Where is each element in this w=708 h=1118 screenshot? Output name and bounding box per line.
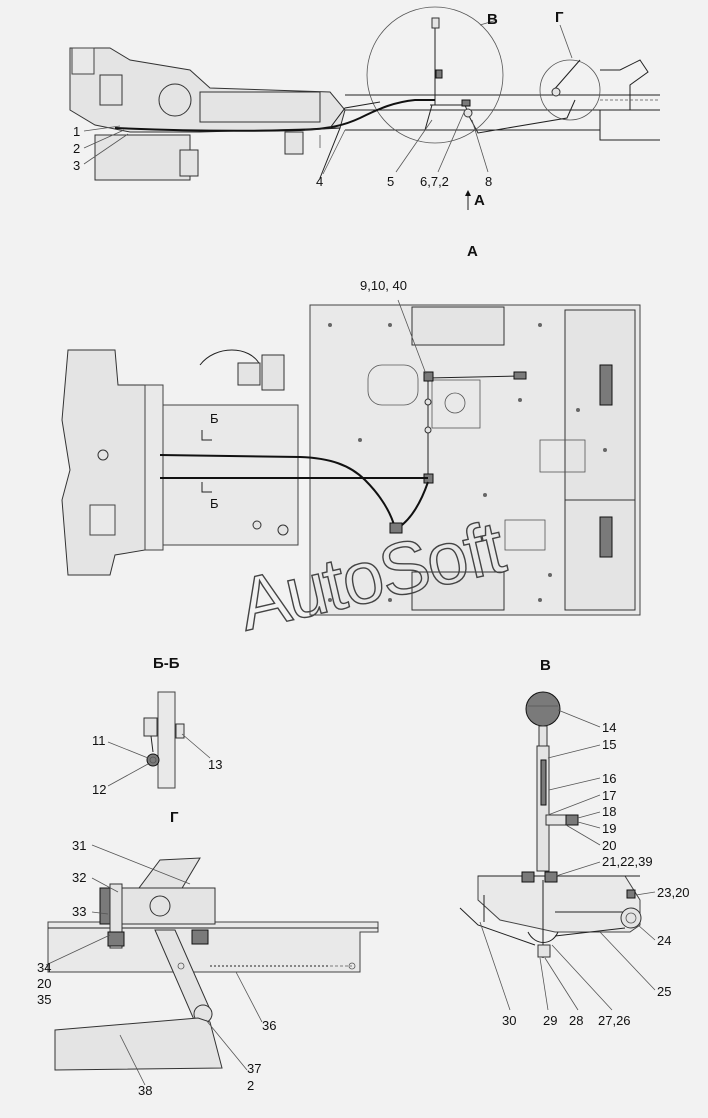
label-20-g: 20 — [37, 976, 51, 991]
label-30: 30 — [502, 1013, 516, 1028]
label-38: 38 — [138, 1083, 152, 1098]
label-37: 37 — [247, 1061, 261, 1076]
label-23-20: 23,20 — [657, 885, 690, 900]
label-19: 19 — [602, 821, 616, 836]
label-28: 28 — [569, 1013, 583, 1028]
label-14: 14 — [602, 720, 616, 735]
label-12: 12 — [92, 782, 106, 797]
callout-v: В — [487, 11, 498, 28]
label-24: 24 — [657, 933, 671, 948]
label-20: 20 — [602, 838, 616, 853]
label-33: 33 — [72, 904, 86, 919]
view-arrow-a: А — [474, 192, 485, 209]
label-16: 16 — [602, 771, 616, 786]
callout-g: Г — [555, 9, 564, 26]
label-5: 5 — [387, 174, 394, 189]
label-21-22-39: 21,22,39 — [602, 854, 653, 869]
label-15: 15 — [602, 737, 616, 752]
label-34: 34 — [37, 960, 51, 975]
label-9-10-40: 9,10, 40 — [360, 278, 407, 293]
callout-circle-v — [366, 6, 504, 144]
label-3: 3 — [73, 158, 80, 173]
section-bb-title: Б-Б — [153, 655, 180, 672]
label-31: 31 — [72, 838, 86, 853]
label-25: 25 — [657, 984, 671, 999]
label-11: 11 — [92, 733, 106, 748]
view-v: В 14 — [459, 657, 690, 1028]
section-mark-b-bottom: Б — [210, 496, 219, 511]
view-v-title: В — [540, 657, 551, 674]
label-17: 17 — [602, 788, 616, 803]
section-bb: Б-Б 11 12 13 — [92, 655, 222, 797]
label-29: 29 — [543, 1013, 557, 1028]
section-mark-b-top: Б — [210, 411, 219, 426]
label-2-g: 2 — [247, 1078, 254, 1093]
label-35: 35 — [37, 992, 51, 1007]
label-27-26: 27,26 — [598, 1013, 631, 1028]
view-g-title: Г — [170, 809, 179, 826]
label-13: 13 — [208, 757, 222, 772]
label-1: 1 — [73, 124, 80, 139]
lever-knob — [525, 691, 561, 727]
label-2: 2 — [73, 141, 80, 156]
view-a: А — [61, 243, 641, 616]
label-36: 36 — [262, 1018, 276, 1033]
label-4: 4 — [316, 174, 323, 189]
view-a-title: А — [467, 243, 478, 260]
view-g: Г 31 32 33 34 20 35 36 — [37, 809, 379, 1098]
label-8: 8 — [485, 174, 492, 189]
top-view: 1 2 3 4 5 6,7,2 8 А В Г — [69, 6, 660, 210]
label-32: 32 — [72, 870, 86, 885]
callout-circle-g — [539, 59, 601, 121]
label-6-7-2: 6,7,2 — [420, 174, 449, 189]
label-18: 18 — [602, 804, 616, 819]
